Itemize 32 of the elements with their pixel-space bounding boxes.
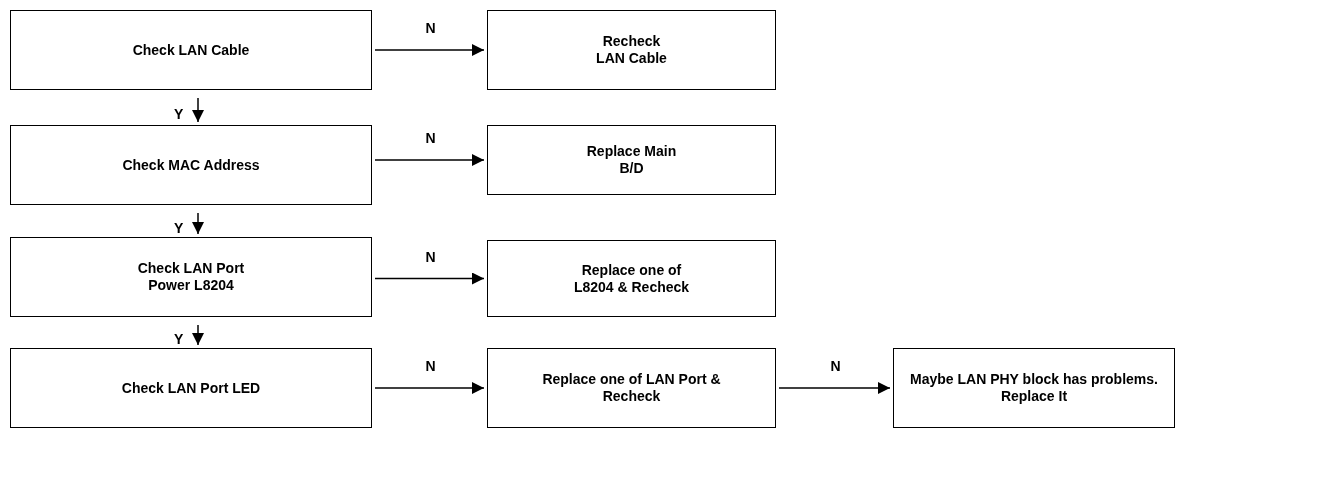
box-text: Check LAN Port LED bbox=[120, 379, 262, 397]
arrow bbox=[374, 382, 485, 394]
process-box bbox=[10, 348, 372, 428]
arrow bbox=[374, 44, 485, 56]
process-box bbox=[10, 10, 372, 90]
process-box bbox=[10, 125, 372, 205]
edge-label: Y bbox=[172, 106, 186, 122]
box-text: Check MAC Address bbox=[121, 156, 261, 174]
arrow bbox=[778, 382, 891, 394]
edge-label: N bbox=[423, 20, 438, 36]
box-text: Check LAN Cable bbox=[131, 41, 251, 59]
edge-label: N bbox=[828, 358, 843, 374]
arrow bbox=[192, 97, 204, 123]
arrow bbox=[374, 154, 485, 166]
process-box bbox=[893, 348, 1175, 428]
arrow bbox=[192, 324, 204, 346]
box-text: Replace one of L8204 & Recheck bbox=[572, 261, 691, 296]
process-box bbox=[10, 237, 372, 317]
arrow bbox=[192, 212, 204, 235]
edge-label: N bbox=[423, 358, 438, 374]
edge-label: Y bbox=[172, 331, 186, 347]
box-text: Maybe LAN PHY block has problems. Replace It bbox=[909, 371, 1159, 405]
edge-label: N bbox=[423, 130, 438, 146]
process-box bbox=[487, 348, 776, 428]
process-box bbox=[487, 125, 776, 195]
process-box bbox=[487, 10, 776, 90]
box-text: Check LAN Port Power L8204 bbox=[136, 260, 246, 294]
box-text: Replace one of LAN Port & Recheck bbox=[541, 371, 722, 405]
arrow bbox=[374, 272, 485, 285]
box-text: Replace Main B/D bbox=[585, 143, 678, 177]
box-text: Recheck LAN Cable bbox=[595, 33, 668, 67]
process-box bbox=[487, 240, 776, 317]
